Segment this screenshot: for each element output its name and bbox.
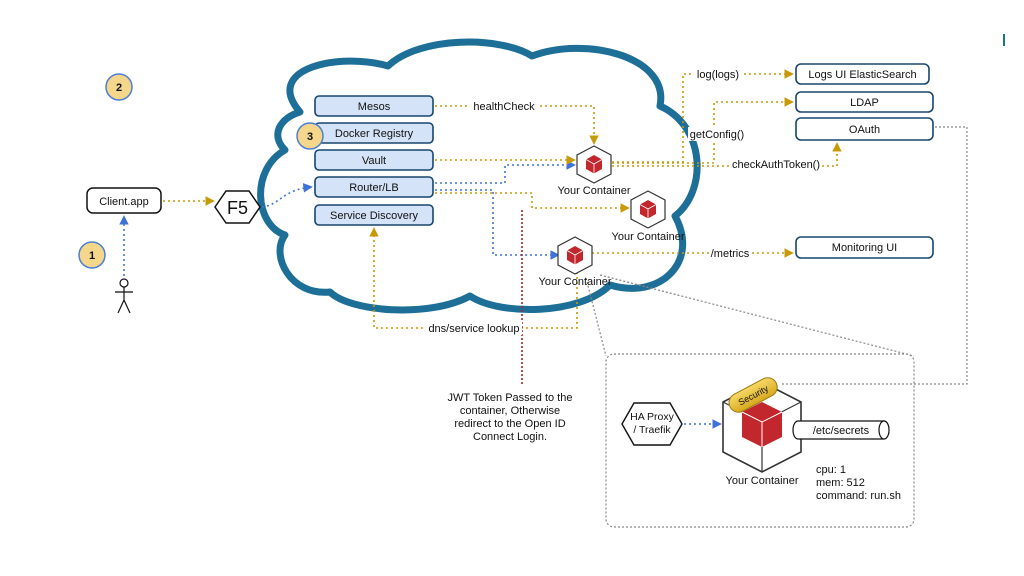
jwt-note-line-2: container, Otherwise [460,405,560,417]
ha-proxy-node[interactable]: HA Proxy / Traefik [621,402,683,446]
jwt-note: JWT Token Passed to the container, Other… [448,392,573,443]
client-app-label: Client.app [99,196,149,208]
oauth-to-security-line [780,126,968,385]
arrow-get-config [612,97,794,164]
zoom-line-right [599,274,915,357]
metrics-text: /metrics [711,248,750,260]
service-router-lb[interactable]: Router/LB [314,176,434,198]
service-discovery-label: Service Discovery [330,210,419,222]
cloud-shape [257,38,701,314]
ldap-label: LDAP [850,97,879,109]
dns-lookup-text: dns/service lookup [428,323,519,335]
label-log: log(logs) [693,67,743,81]
ha-proxy-line-1: HA Proxy [630,411,675,423]
label-metrics: /metrics [709,246,751,260]
container-bottom[interactable]: Your Container [539,236,612,288]
container-middle-label: Your Container [612,231,685,243]
arrow-check-auth [612,142,842,167]
badge-2-label: 2 [116,82,122,94]
service-docker-registry[interactable]: Docker Registry [314,122,434,144]
service-vault[interactable]: Vault [314,149,434,171]
service-router-lb-label: Router/LB [349,182,399,194]
oauth-label: OAuth [849,124,880,136]
container-bottom-label: Your Container [539,276,612,288]
service-vault-label: Vault [362,155,386,167]
badge-3-label: 3 [307,131,313,143]
container-top-label: Your Container [558,185,631,197]
check-auth-text: checkAuthToken() [732,159,820,171]
badge-3: 3 [296,122,324,150]
jwt-note-line-3: redirect to the Open ID [454,418,565,430]
service-mesos[interactable]: Mesos [314,95,434,117]
resource-command: command: run.sh [816,490,901,502]
arrow-router-to-top-container [435,160,576,184]
client-app-box[interactable]: Client.app [86,187,162,214]
secrets-volume: /etc/secrets [792,420,890,440]
zoom-line-left [585,277,607,357]
label-check-auth: checkAuthToken() [731,157,821,171]
service-oauth[interactable]: OAuth [795,117,934,141]
service-mesos-label: Mesos [358,101,391,113]
ha-proxy-line-2: / Traefik [633,424,671,436]
label-dns-lookup: dns/service lookup [426,321,522,335]
badge-1: 1 [78,241,106,269]
resource-mem: mem: 512 [816,477,865,489]
get-config-text: getConfig() [690,129,744,141]
container-detail-box [605,353,915,528]
log-text: log(logs) [697,69,739,81]
jwt-note-line-4: Connect Login. [473,431,547,443]
service-discovery[interactable]: Service Discovery [314,204,434,226]
security-badge: Security [728,377,778,413]
label-health-check: healthCheck [470,99,538,113]
badge-2: 2 [105,73,133,101]
f5-load-balancer[interactable]: F5 [214,190,261,224]
service-logs-ui[interactable]: Logs UI ElasticSearch [795,63,930,85]
service-ldap[interactable]: LDAP [795,91,934,113]
jwt-note-line-1: JWT Token Passed to the [448,392,573,404]
arrow-log [612,69,794,163]
secrets-label: /etc/secrets [813,425,870,437]
logs-ui-label: Logs UI ElasticSearch [808,69,916,81]
monitoring-ui-label: Monitoring UI [832,242,897,254]
badge-1-label: 1 [89,250,95,262]
container-middle[interactable]: Your Container [612,190,685,243]
resource-cpu: cpu: 1 [816,464,846,476]
service-monitoring-ui[interactable]: Monitoring UI [795,236,934,259]
health-check-text: healthCheck [473,101,535,113]
service-docker-registry-label: Docker Registry [335,128,414,140]
arrow-router-to-bottom-container [435,189,560,260]
container-resources: cpu: 1 mem: 512 command: run.sh [816,464,901,502]
arrow-router-to-middle-container [435,192,630,213]
f5-label: F5 [227,198,248,218]
container-detail-label: Your Container [726,475,799,487]
user-icon [115,278,133,314]
container-top[interactable]: Your Container [558,145,631,197]
label-get-config: getConfig() [688,127,746,141]
